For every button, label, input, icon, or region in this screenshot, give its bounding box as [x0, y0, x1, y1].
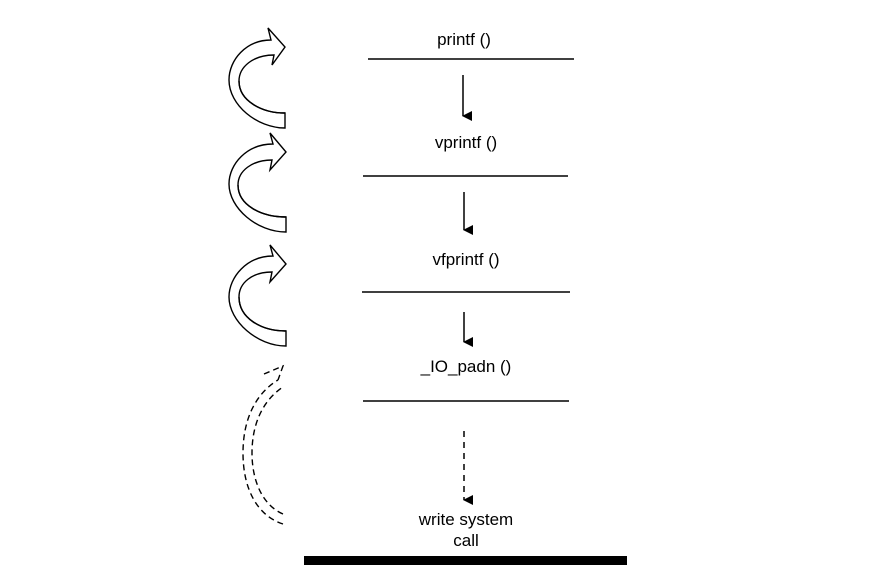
function-label-io-padn: _IO_padn (): [420, 357, 512, 376]
curved-return-arrow-icon: [228, 244, 287, 347]
dashed-curved-return-arrow-icon: [242, 364, 285, 525]
curved-return-arrow-icon: [228, 132, 287, 233]
kernel-boundary-bar: [304, 556, 627, 565]
function-label-vprintf: vprintf (): [435, 133, 497, 152]
function-label-printf: printf (): [437, 30, 491, 49]
write-system-call-label: write system: [418, 510, 513, 529]
write-system-call-label-line2: call: [453, 531, 479, 550]
function-label-vfprintf: vfprintf (): [432, 250, 499, 269]
curved-return-arrow-icon: [228, 27, 286, 129]
